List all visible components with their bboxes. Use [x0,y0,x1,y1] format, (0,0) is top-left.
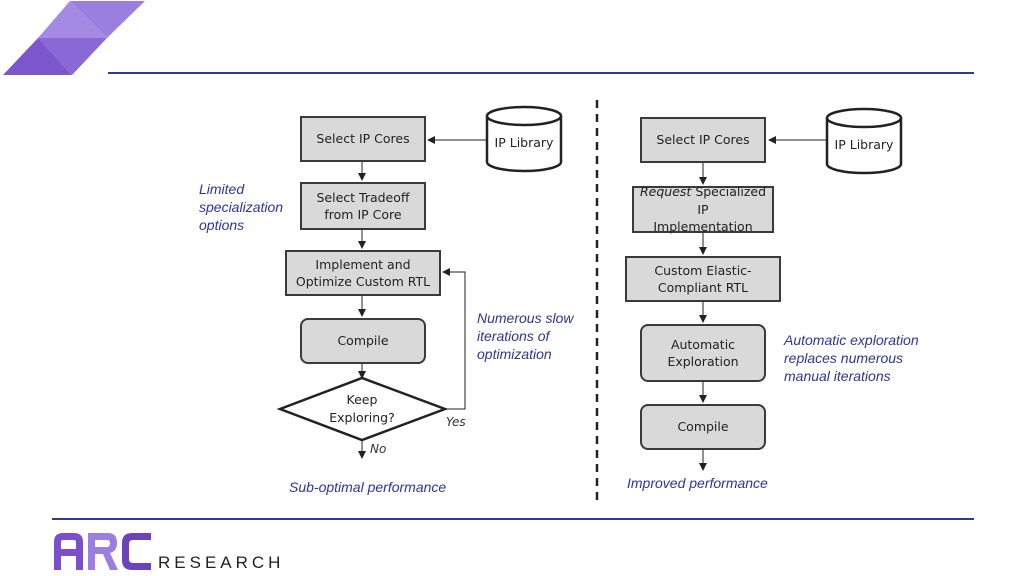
keep-line1: Keep [346,392,378,407]
logo-research-text: RESEARCH [158,553,285,572]
right-select-ip-cores-text: Select IP Cores [656,132,750,148]
ip-library-label-left: IP Library [494,135,554,150]
note-line: Automatic exploration [784,332,919,348]
note-line: specialization [199,199,284,215]
request-line1: Request Specialized IP [640,183,766,218]
note-line: Limited [199,181,245,197]
ip-library-cylinder-left [485,105,563,173]
right-compile-box: Compile [640,404,766,450]
automatic-exploration-box: Automatic Exploration [640,324,766,382]
request-specialized-box: Request Specialized IP Implementation [632,183,774,235]
left-compile-box: Compile [300,318,426,364]
no-label: No [370,442,387,456]
left-select-ip-cores-text: Select IP Cores [316,131,410,147]
yes-label: Yes [446,415,466,429]
right-compile-text: Compile [677,419,729,435]
note-line: options [199,217,245,233]
ip-library-cylinder-right [825,107,903,175]
note-limited-specialization: Limited specialization options [199,180,283,234]
left-select-ip-cores-box: Select IP Cores [300,116,426,162]
select-tradeoff-line2: from IP Core [324,207,402,222]
ip-library-label-right: IP Library [834,137,894,152]
auto-line1: Automatic [670,336,736,352]
note-line: Numerous slow [477,310,574,326]
decision-diamond [276,376,449,442]
implement-line2: Optimize Custom RTL [295,274,431,289]
custom-line1: Custom Elastic- [654,262,752,278]
corner-logo-triangles [3,1,145,75]
note-line: replaces numerous [784,350,904,366]
custom-elastic-box: Custom Elastic- Compliant RTL [625,256,781,302]
implement-line1: Implement and [315,256,411,272]
note-line: manual iterations [784,368,891,384]
keep-exploring-label: Keep Exploring? [302,391,422,427]
note-line: iterations of [477,328,550,344]
note-automatic-exploration: Automatic exploration replaces numerous … [784,331,919,385]
top-rule [108,72,974,74]
request-line2: Implementation [653,219,753,235]
outcome-sub-optimal: Sub-optimal performance [289,479,447,495]
keep-line2: Exploring? [329,410,395,425]
right-select-ip-cores-box: Select IP Cores [640,117,766,163]
request-rest: Specialized IP [691,184,767,217]
left-select-tradeoff-box: Select Tradeoff from IP Core [300,182,426,230]
request-italic: Request [640,184,692,200]
custom-line2: Compliant RTL [657,280,749,295]
outcome-improved: Improved performance [627,475,768,491]
left-compile-text: Compile [337,333,389,349]
arc-logo-mark [54,533,151,570]
note-line: optimization [477,346,552,362]
auto-line2: Exploration [667,354,739,369]
bottom-rule [52,518,974,520]
note-numerous-iterations: Numerous slow iterations of optimization [477,309,573,363]
left-implement-box: Implement and Optimize Custom RTL [285,250,441,296]
select-tradeoff-line1: Select Tradeoff [316,189,410,205]
